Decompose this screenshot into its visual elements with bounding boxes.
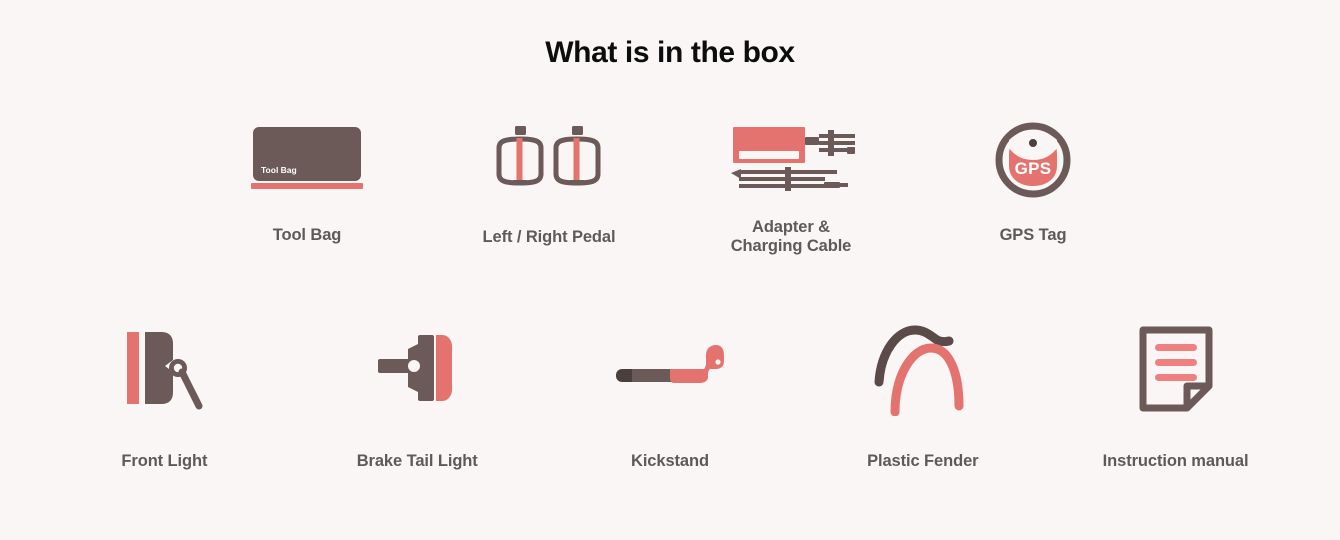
adapter-charging-cable-icon (731, 127, 855, 191)
instruction-manual-icon-box (1137, 312, 1215, 424)
product-row-1: Tool Bag Tool Bag (0, 108, 1340, 257)
item-label: Kickstand (631, 452, 709, 470)
box-item-front-light: Front Light (38, 312, 291, 471)
box-item-pedals: Left / Right Pedal (428, 108, 670, 257)
box-item-tool-bag: Tool Bag Tool Bag (186, 108, 428, 257)
brake-tail-light-icon (378, 335, 453, 401)
gps-tag-icon-box: GPS (995, 108, 1071, 212)
kickstand-icon (615, 345, 724, 383)
front-light-icon-box (125, 312, 203, 424)
pedal-pair-icon-box (493, 108, 605, 212)
box-item-gps-tag: GPS GPS Tag (912, 108, 1154, 257)
item-label: Left / Right Pedal (482, 228, 616, 246)
item-label: Tool Bag (272, 226, 342, 244)
adapter-charging-cable-icon-box (725, 108, 857, 212)
item-label: Instruction manual (1102, 452, 1249, 470)
item-label: Plastic Fender (867, 452, 979, 470)
box-item-plastic-fender: Plastic Fender (796, 312, 1049, 471)
kickstand-icon-box (614, 312, 726, 424)
front-light-icon (127, 332, 203, 410)
gps-tag-icon: GPS (995, 122, 1071, 198)
pedal-pair-icon (496, 126, 601, 186)
item-label: Front Light (121, 452, 208, 470)
page-title: What is in the box (545, 36, 795, 69)
tool-bag-icon: Tool Bag (251, 127, 363, 189)
item-label: Brake Tail Light (356, 452, 478, 470)
box-item-kickstand: Kickstand (544, 312, 797, 471)
box-item-adapter-cable: Adapter & Charging Cable (670, 108, 912, 257)
item-label-line1: Adapter & (752, 218, 830, 236)
svg-text:Tool Bag: Tool Bag (261, 165, 297, 175)
box-item-instruction-manual: Instruction manual (1049, 312, 1302, 471)
item-label-line2: Charging Cable (730, 237, 852, 256)
product-row-2: Front Light Brake Tail Light (0, 312, 1340, 471)
brake-tail-light-icon-box (376, 312, 458, 424)
plastic-fender-icon (874, 325, 964, 416)
item-label: GPS Tag (999, 226, 1067, 244)
box-item-brake-tail-light: Brake Tail Light (291, 312, 544, 471)
plastic-fender-icon-box (869, 312, 977, 424)
instruction-manual-icon (1139, 326, 1213, 412)
tool-bag-icon-box: Tool Bag (251, 108, 363, 212)
svg-text:GPS: GPS (1015, 159, 1052, 178)
item-label: Adapter & Charging Cable (731, 218, 852, 257)
